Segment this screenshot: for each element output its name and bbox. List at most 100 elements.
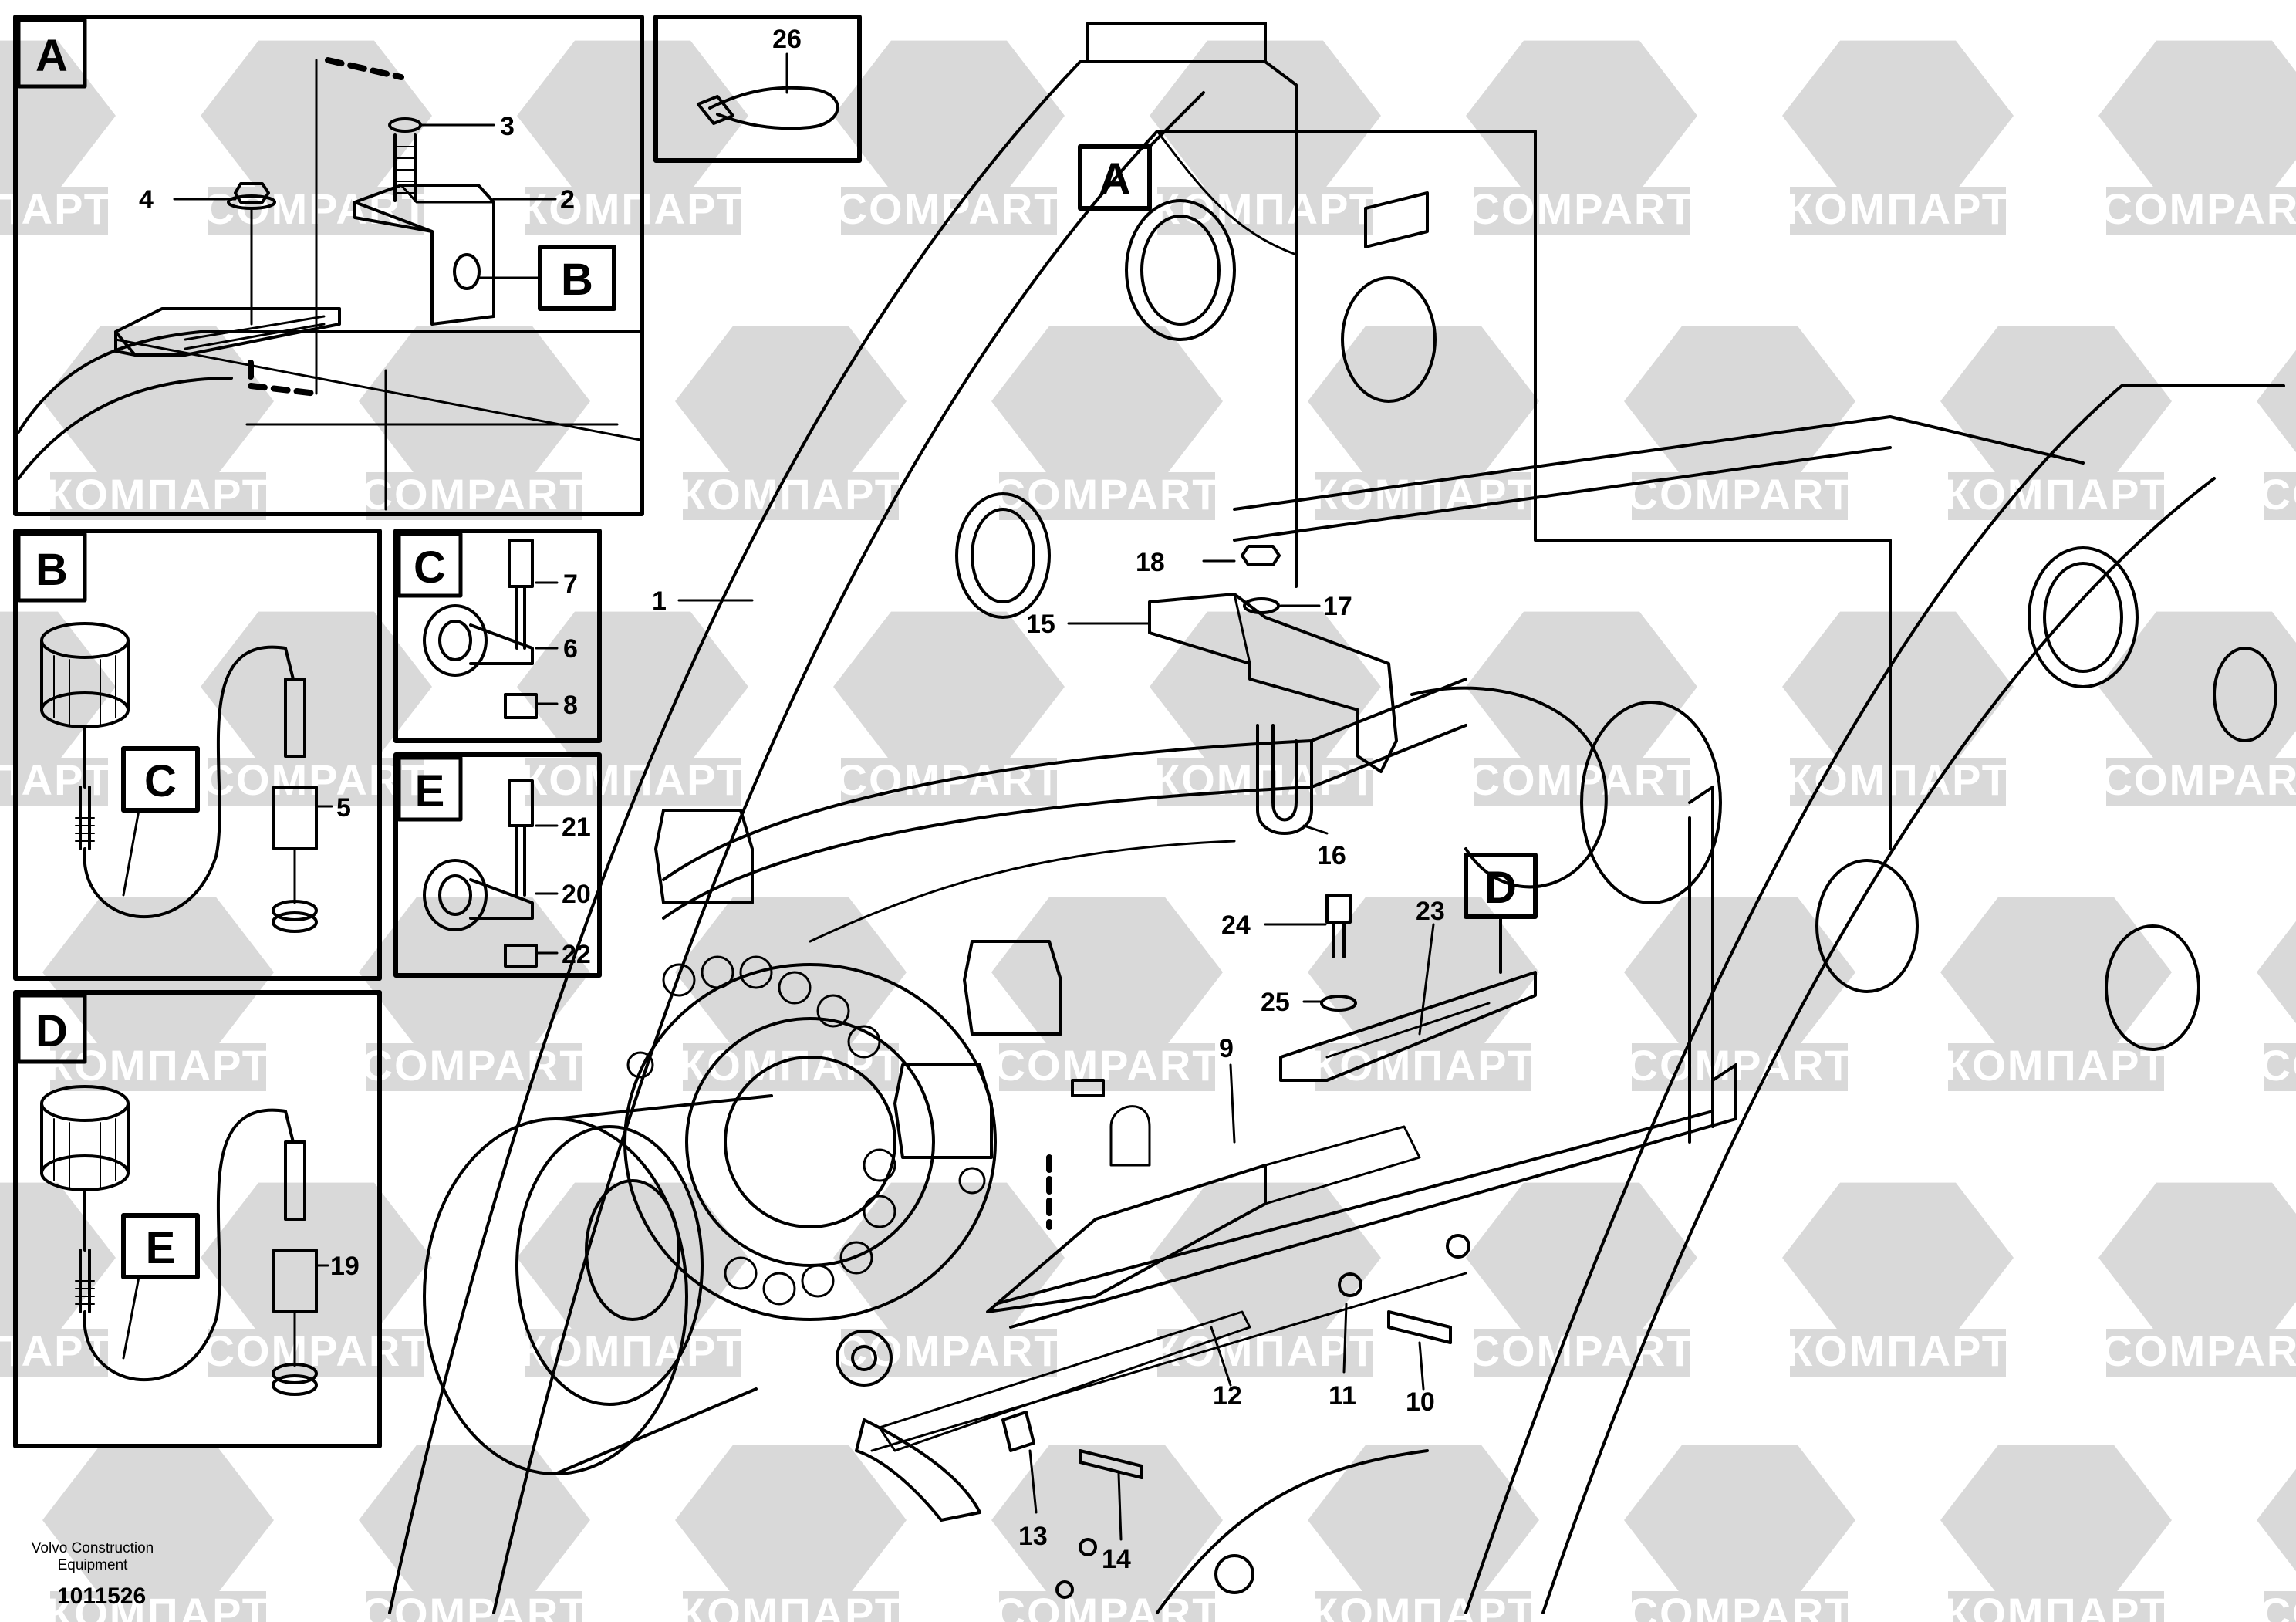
tag-a: A — [1099, 154, 1131, 204]
watermark-text: COMPART — [2260, 1589, 2296, 1622]
watermark-banner — [525, 187, 741, 235]
watermark-hexagon — [1624, 326, 1855, 477]
watermark-banner — [208, 1329, 424, 1377]
callout-13: 13 — [1018, 1522, 1048, 1551]
callout-7: 7 — [563, 569, 578, 599]
watermark-banner — [683, 472, 899, 520]
watermark-hexagon — [1624, 1445, 1855, 1596]
callout-16: 16 — [1317, 841, 1346, 870]
watermark-text: COMPART — [362, 470, 588, 519]
watermark-text: COMPART — [1627, 1041, 1853, 1090]
watermark-hexagon — [833, 611, 1065, 762]
callout-6: 6 — [563, 634, 578, 664]
watermark-hexagon — [359, 897, 590, 1048]
watermark-text: КОМПАРТ — [521, 1326, 745, 1375]
callout-11: 11 — [1329, 1381, 1356, 1411]
watermark-hexagon — [42, 897, 274, 1048]
watermark-hexagon — [517, 40, 748, 191]
watermark-text: КОМПАРТ — [1944, 1589, 2168, 1622]
watermark-hexagon — [2098, 40, 2296, 191]
illustration-number: 1011526 — [57, 1583, 147, 1609]
callout-25: 25 — [1261, 988, 1290, 1017]
main-assembly: A D 1 18 17 15 16 24 25 23 9 12 11 10 13 — [388, 22, 2285, 1614]
detail-panel-d: D 19 E — [13, 990, 382, 1448]
watermark-banner — [1790, 1329, 2006, 1377]
watermark-banner — [0, 187, 108, 235]
watermark-hexagon — [675, 326, 907, 477]
watermark-text: КОМПАРТ — [0, 184, 112, 233]
watermark-text: КОМПАРТ — [679, 1589, 903, 1622]
watermark-banner — [525, 1329, 741, 1377]
tag-e: E — [146, 1223, 176, 1273]
detail-panel-b: B 5 C — [13, 529, 382, 981]
callout-2: 2 — [560, 185, 575, 215]
watermark-text: COMPART — [2102, 755, 2296, 804]
watermark-banner — [999, 1043, 1215, 1091]
tag-b: B — [561, 255, 593, 305]
watermark-hexagon — [0, 40, 116, 191]
watermark-hexagon — [1308, 326, 1539, 477]
watermark-banner — [841, 758, 1057, 806]
watermark-text: COMPART — [994, 470, 1221, 519]
callout-19: 19 — [330, 1252, 360, 1281]
watermark-text: COMPART — [2260, 470, 2296, 519]
callout-23: 23 — [1416, 897, 1445, 926]
watermark-text: COMPART — [2260, 1041, 2296, 1090]
publisher-name-line2: Equipment — [57, 1557, 128, 1573]
watermark-banner — [1157, 758, 1373, 806]
watermark-banner — [1157, 1329, 1373, 1377]
callout-10: 10 — [1406, 1387, 1435, 1417]
callout-21: 21 — [562, 813, 591, 842]
watermark-text: COMPART — [994, 1041, 1221, 1090]
tag-c: C — [144, 756, 177, 806]
watermark-hexagon — [1782, 40, 2014, 191]
watermark-banner — [0, 1329, 108, 1377]
watermark-hexagon — [1940, 1445, 2172, 1596]
watermark-banner — [1315, 1043, 1531, 1091]
watermark-text: COMPART — [2102, 1326, 2296, 1375]
watermark-hexagon — [1782, 1182, 2014, 1333]
watermark-text: КОМПАРТ — [46, 470, 270, 519]
watermark-banner — [2106, 758, 2296, 806]
watermark-text: КОМПАРТ — [1786, 1326, 2010, 1375]
watermark-text: КОМПАРТ — [679, 470, 903, 519]
watermark-banner — [1632, 1591, 1848, 1622]
watermark-banner — [1948, 472, 2164, 520]
watermark-banner — [683, 1591, 899, 1622]
watermark-banner — [999, 1591, 1215, 1622]
watermark-banner — [1474, 1329, 1690, 1377]
callout-3: 3 — [500, 112, 515, 141]
watermark-banner — [1948, 1043, 2164, 1091]
watermark-hexagon — [1940, 326, 2172, 477]
watermark-hexagon — [1466, 1182, 1697, 1333]
detail-panel-26: 26 — [653, 15, 862, 163]
watermark-banner — [1315, 1591, 1531, 1622]
watermark-text: COMPART — [204, 1326, 430, 1375]
callout-26: 26 — [772, 25, 802, 54]
watermark-banner — [2264, 1591, 2296, 1622]
callout-8: 8 — [563, 691, 578, 720]
watermark-hexagon — [359, 1445, 590, 1596]
watermark-hexagon — [1308, 1445, 1539, 1596]
watermark-text: КОМПАРТ — [1944, 1041, 2168, 1090]
watermark-text: КОМПАРТ — [521, 755, 745, 804]
watermark-hexagon — [2098, 1182, 2296, 1333]
watermark-hexagon — [42, 1445, 274, 1596]
callout-17: 17 — [1323, 592, 1352, 621]
watermark-hexagon — [1782, 611, 2014, 762]
watermark-hexagon — [2257, 350, 2296, 453]
watermark-banner — [50, 1591, 266, 1622]
watermark-banner — [2106, 187, 2296, 235]
detail-panel-e: E 21 20 22 — [393, 752, 602, 978]
watermark-banner — [1948, 1591, 2164, 1622]
tag-d: D — [1484, 863, 1517, 913]
watermark-hexagon — [0, 611, 116, 762]
panel-a-label: A — [35, 31, 68, 81]
watermark-text: COMPART — [1627, 1589, 1853, 1622]
watermark-banner — [1474, 187, 1690, 235]
watermark-text: КОМПАРТ — [1153, 184, 1377, 233]
watermark-text: КОМПАРТ — [521, 184, 745, 233]
panel-e-label: E — [415, 766, 445, 816]
watermark-hexagon — [991, 326, 1223, 477]
watermark-text: COMPART — [362, 1589, 588, 1622]
